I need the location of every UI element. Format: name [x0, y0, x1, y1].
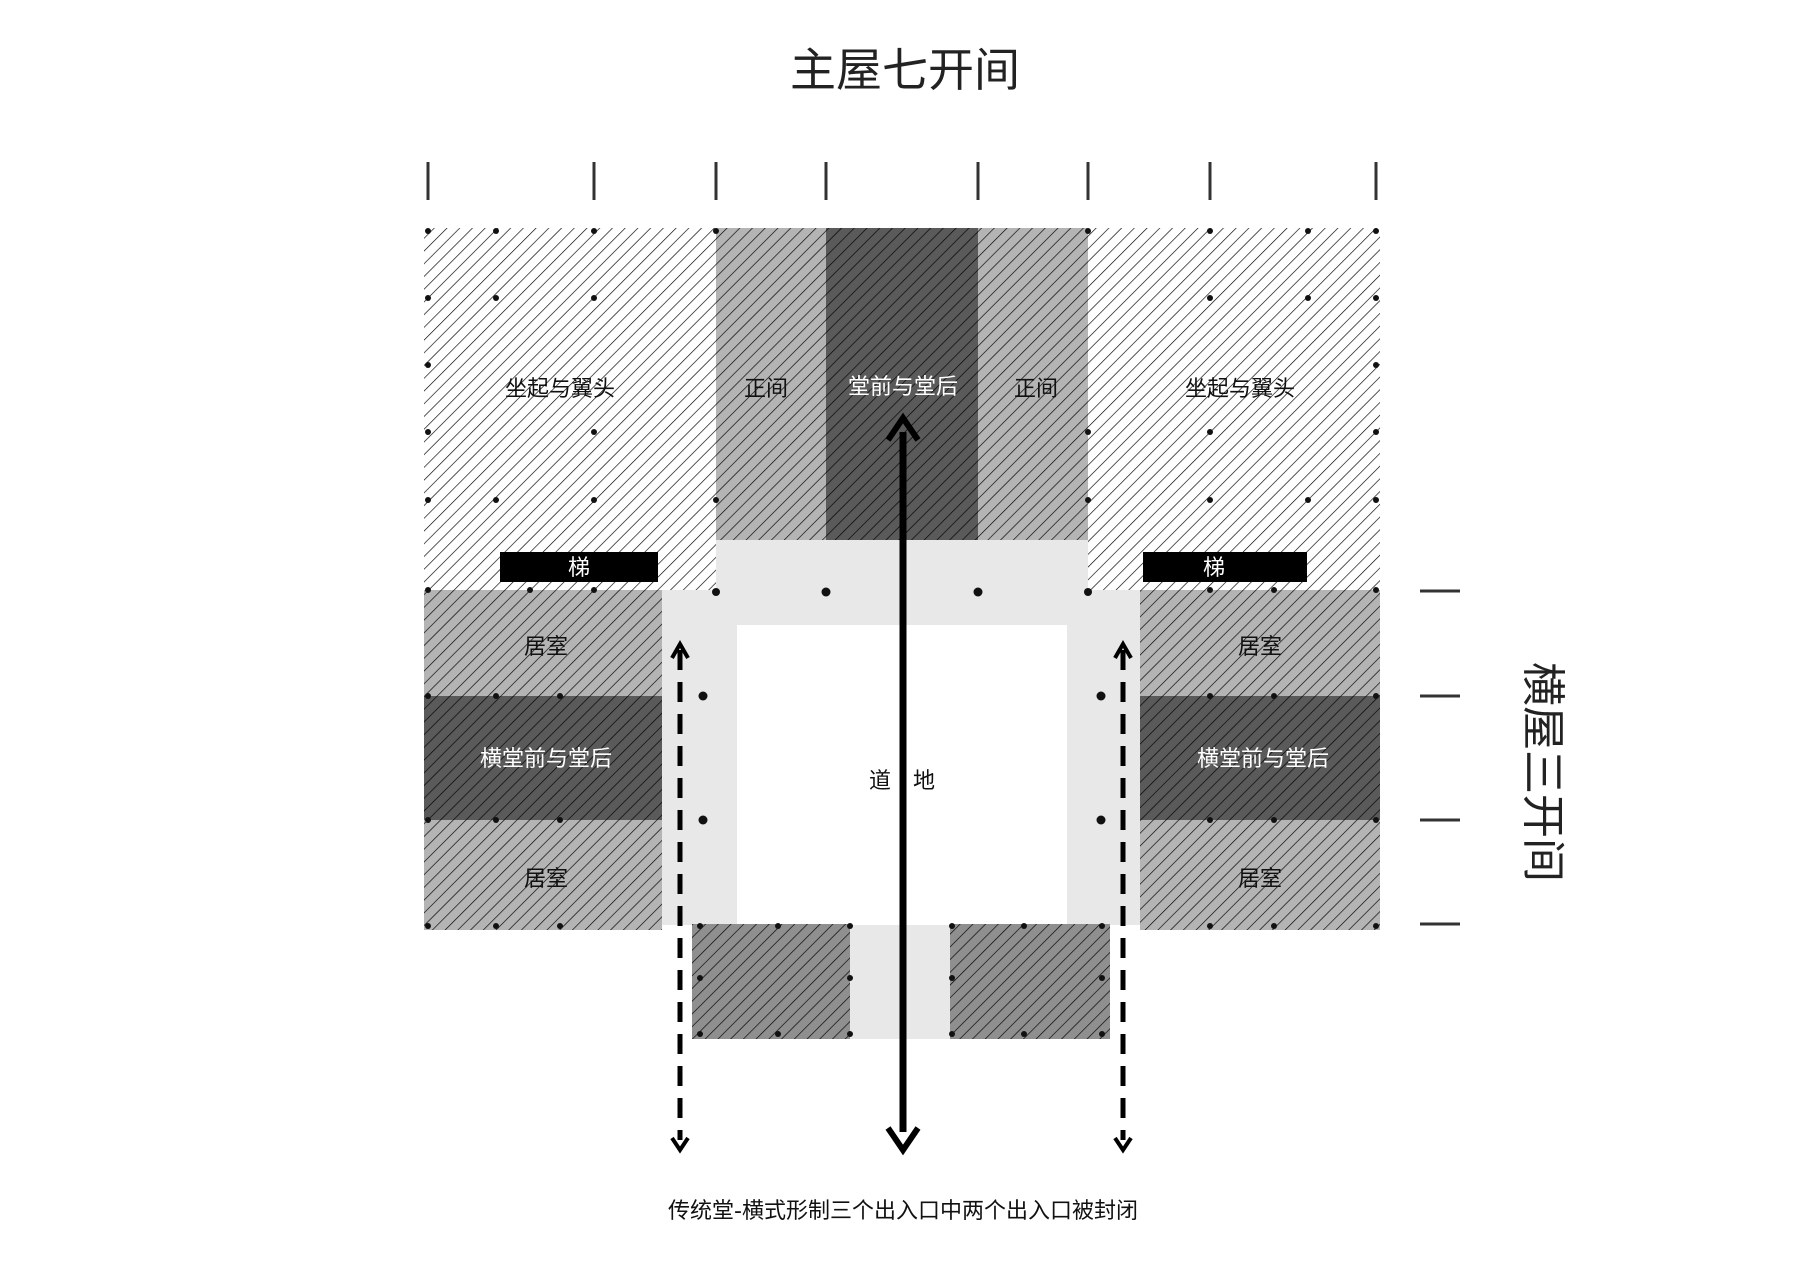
main-axis-arrow: [885, 412, 921, 1156]
room-hall-right: [1140, 696, 1380, 820]
corridor-right: [1066, 590, 1140, 925]
diagram-title: 主屋七开间: [790, 43, 1020, 97]
room-bed-right-bottom: [1140, 820, 1380, 930]
room-labels: 坐起与翼头 坐起与翼头 正间 正间 堂前与堂后 梯 梯 居室 居室 横堂前与堂后…: [480, 375, 1329, 892]
side-bay-ticks: [1420, 589, 1460, 926]
label-courtyard-1: 道: [869, 769, 891, 794]
stair-left: [500, 552, 658, 582]
room-wing-right: [1088, 228, 1380, 590]
diagram-caption: 传统堂-横式形制三个出入口中两个出入口被封闭: [668, 1199, 1138, 1224]
corridor-left: [662, 590, 737, 925]
label-hall-left: 横堂前与堂后: [480, 747, 612, 772]
label-bed-right-top: 居室: [1238, 635, 1282, 660]
room-bed-left-bottom: [424, 820, 662, 930]
label-wing-right: 坐起与翼头: [1185, 377, 1295, 402]
room-wing-left: [424, 228, 716, 590]
label-stair-right: 梯: [1203, 556, 1225, 581]
label-central-hall: 堂前与堂后: [848, 375, 958, 400]
top-bay-ticks: [426, 162, 1378, 200]
room-bed-left-top: [424, 590, 662, 696]
label-side-left: 正间: [744, 377, 788, 402]
label-courtyard-2: 地: [913, 769, 935, 794]
label-bed-right-bottom: 居室: [1238, 867, 1282, 892]
label-bed-left-bottom: 居室: [524, 867, 568, 892]
label-wing-left: 坐起与翼头: [505, 377, 615, 402]
stair-right: [1143, 552, 1307, 582]
label-side-right: 正间: [1014, 377, 1058, 402]
gate-block-right: [950, 924, 1110, 1039]
room-side-right: [978, 228, 1088, 540]
label-stair-left: 梯: [568, 556, 590, 581]
room-bed-right-top: [1140, 590, 1380, 696]
side-title: 横屋三开间: [1517, 662, 1568, 882]
right-entry-arrow: [1113, 639, 1133, 1154]
column-dots: [425, 228, 1379, 1037]
label-bed-left-top: 居室: [524, 635, 568, 660]
gate-block-left: [692, 924, 850, 1039]
left-entry-arrow: [670, 639, 690, 1154]
label-hall-right: 横堂前与堂后: [1197, 747, 1329, 772]
room-hall-left: [424, 696, 662, 820]
room-side-left: [716, 228, 826, 540]
